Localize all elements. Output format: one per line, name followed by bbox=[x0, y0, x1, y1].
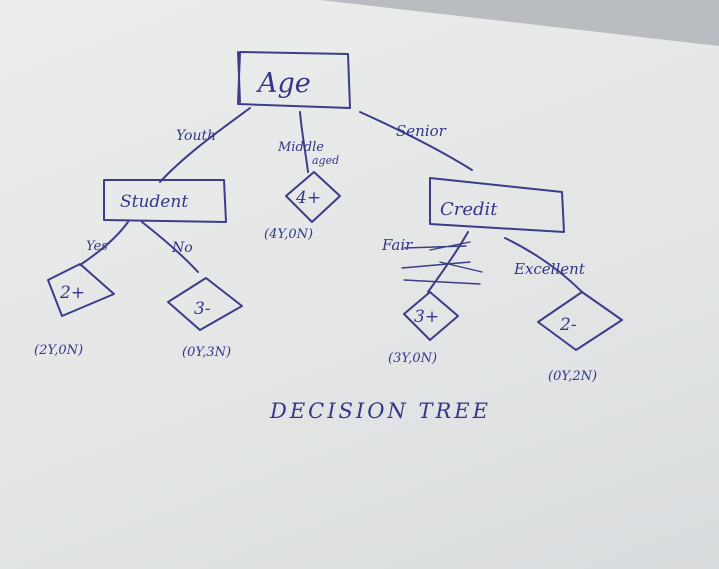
leaf-middle-aged-label: 4+ bbox=[295, 188, 321, 208]
edge-student-no bbox=[141, 221, 199, 273]
edge-age-middle bbox=[299, 111, 309, 173]
edge-label-middle: Middle bbox=[277, 140, 324, 155]
edge-label-yes: Yes bbox=[86, 239, 108, 254]
leaf-student-yes-label: 2+ bbox=[59, 283, 85, 303]
edge-label-fair: Fair bbox=[381, 236, 413, 254]
leaf-student-no-label: 3- bbox=[194, 299, 211, 319]
crossed-out-scribble bbox=[401, 241, 483, 285]
leaf-credit-excellent-label: 2- bbox=[559, 315, 577, 335]
edge-label-youth: Youth bbox=[176, 128, 216, 144]
node-age: Age bbox=[237, 51, 351, 109]
leaf-student-no-counts: (0Y,3N) bbox=[182, 345, 231, 360]
edge-credit-excellent bbox=[504, 237, 583, 293]
edge-label-no: No bbox=[171, 240, 193, 256]
node-credit-label: Credit bbox=[440, 199, 498, 220]
node-student-label: Student bbox=[120, 192, 188, 212]
node-age-label: Age bbox=[255, 68, 311, 99]
edge-student-yes bbox=[79, 221, 129, 266]
leaf-middle-aged: 4+ bbox=[285, 171, 341, 223]
edge-label-aged: aged bbox=[312, 154, 339, 167]
leaf-credit-excellent-counts: (0Y,2N) bbox=[548, 369, 597, 384]
leaf-student-yes: 2+ bbox=[47, 263, 115, 317]
leaf-middle-aged-counts: (4Y,0N) bbox=[264, 227, 313, 242]
edge-label-senior: Senior bbox=[396, 122, 447, 140]
edge-age-senior bbox=[359, 111, 473, 171]
node-credit: Credit bbox=[429, 177, 565, 233]
edge-label-excellent: Excellent bbox=[513, 260, 586, 278]
diagram-caption: DECISION TREE bbox=[269, 399, 491, 423]
leaf-credit-fair-label: 3+ bbox=[414, 307, 439, 327]
edge-age-youth bbox=[159, 107, 251, 183]
leaf-credit-excellent: 2- bbox=[537, 291, 623, 351]
leaf-credit-fair: 3+ bbox=[403, 291, 459, 341]
leaf-student-no: 3- bbox=[167, 277, 243, 331]
leaf-credit-fair-counts: (3Y,0N) bbox=[388, 351, 437, 366]
node-student: Student bbox=[103, 179, 227, 223]
leaf-student-yes-counts: (2Y,0N) bbox=[34, 343, 83, 358]
